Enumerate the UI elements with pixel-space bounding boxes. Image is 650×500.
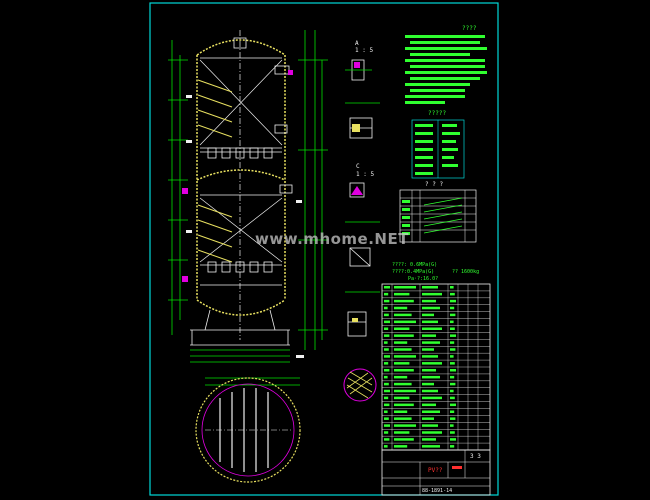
table2-hatching	[423, 197, 463, 234]
drawing-code: 88-1891-14	[422, 488, 452, 494]
detail-c-box	[349, 182, 365, 198]
left-dimension-lines	[168, 40, 188, 335]
magenta-markers	[182, 70, 293, 282]
design-data-table: ?????	[411, 110, 465, 179]
table2-header: ? ? ?	[425, 181, 443, 188]
table1-header: ?????	[428, 110, 446, 117]
detail-f-circle	[343, 368, 377, 402]
nozzle-table: ? ? ?	[399, 181, 477, 243]
plan-baffles	[205, 388, 292, 472]
detail-a-drawing	[345, 59, 372, 81]
vessel-tag-markers	[186, 95, 304, 358]
volume-text: Pa·?:16.0?	[408, 276, 438, 282]
detail-f-hatch	[346, 371, 373, 399]
title-block-border	[381, 449, 491, 496]
notes-header: ????	[462, 25, 477, 32]
drawing-border	[149, 2, 499, 496]
right-dimension-lines	[298, 30, 328, 350]
detail-b-drawing	[345, 102, 380, 139]
table2-border	[399, 189, 477, 243]
design-parameters: ????: 0.6MPa(G) ????:0.4MPa(G) ?? 1600kg…	[392, 262, 479, 282]
detail-scale-a: 1 : 5	[355, 47, 373, 54]
plan-inner-circle	[201, 383, 295, 477]
baffle-plates	[197, 79, 233, 263]
detail-d-drawing	[345, 221, 380, 267]
detail-scale-c: 1 : 5	[356, 171, 374, 178]
operating-pressure-text: ????:0.4MPa(G)	[392, 269, 434, 275]
detail-b-fill	[352, 124, 360, 132]
table1-cells	[415, 124, 460, 175]
detail-e-fill	[352, 318, 358, 322]
vessel-internals	[199, 30, 283, 340]
design-pressure-text: ????: 0.6MPa(G)	[392, 262, 437, 268]
detail-c-triangle	[351, 186, 363, 195]
vessel-elevation-view	[168, 30, 328, 363]
parts-table-cells	[384, 286, 456, 448]
notes-text-lines	[405, 35, 487, 104]
weight-text: ?? 1600kg	[452, 269, 479, 275]
detail-e-drawing	[345, 291, 380, 337]
detail-views: A 1 : 5 C 1 : 5	[343, 40, 380, 402]
title-block-name: PV??	[428, 467, 443, 474]
title-block-number: 3 3	[470, 453, 481, 460]
parts-table-grid	[382, 284, 490, 450]
detail-label-a: A	[355, 40, 359, 47]
technical-notes-block: ????	[405, 25, 487, 104]
watermark-text: www.mhome.NET	[255, 230, 409, 248]
parts-list-table	[381, 283, 491, 451]
title-block: 3 3 PV?? 88-1891-14	[381, 449, 491, 496]
nozzle-blocks	[207, 37, 293, 273]
bottom-dimension-lines	[190, 349, 290, 363]
detail-label-c: C	[356, 163, 360, 170]
vessel-shell	[196, 39, 286, 316]
support-skirt	[190, 309, 290, 346]
title-block-grid	[382, 450, 490, 495]
table2-grid	[400, 190, 476, 242]
detail-a-marker	[354, 62, 360, 68]
plan-view	[195, 377, 301, 483]
title-block-red-mark	[452, 466, 462, 469]
table2-cells	[402, 200, 410, 235]
plan-shell-circle	[195, 377, 301, 483]
